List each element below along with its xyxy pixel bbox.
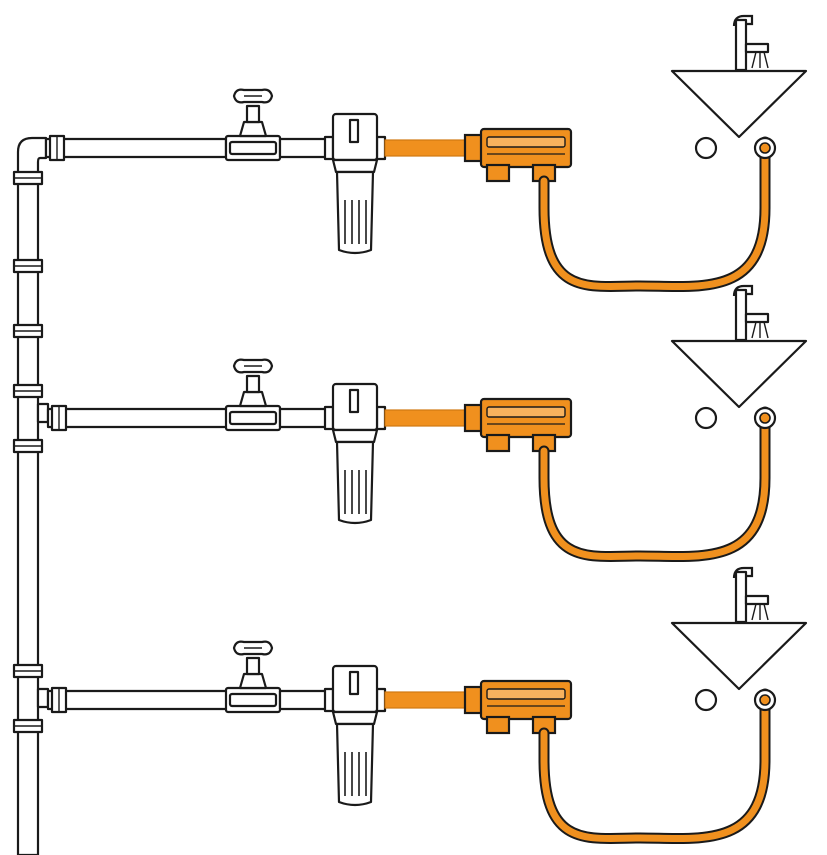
pipe-elbow [16, 136, 48, 178]
valve-stem [245, 374, 261, 394]
hot-inlet-fitting [759, 412, 771, 424]
manifold-slot [486, 136, 566, 148]
filter-bowl [335, 722, 375, 807]
manifold-body [479, 127, 573, 169]
branch-pipe [278, 137, 330, 159]
manifold-body [479, 397, 573, 439]
filter-collar [331, 158, 379, 174]
hot-inlet-fitting [759, 142, 771, 154]
branch-pipe [46, 407, 230, 429]
valve-bonnet [238, 390, 268, 408]
floor-branch-1 [44, 14, 808, 293]
filter-flange [323, 405, 335, 431]
shutoff-valve-icon [224, 358, 282, 432]
valve-inner [228, 410, 278, 426]
sink-with-faucet-icon [670, 566, 808, 712]
branch-pipe [278, 407, 330, 429]
sink-basin [670, 621, 808, 691]
orange-supply-line-icon [384, 691, 468, 709]
faucet-lever [732, 566, 754, 579]
faucet-spout [744, 42, 770, 54]
flexible-hose-icon [540, 690, 769, 843]
branch-pipe [278, 689, 330, 711]
flexible-hose-outline [538, 406, 771, 563]
riser-pipe [16, 174, 40, 855]
manifold-slot [486, 406, 566, 418]
manifold-body [479, 679, 573, 721]
flexible-hose-outline [538, 136, 771, 293]
filter-flange [323, 687, 335, 713]
branch-pipe [46, 689, 230, 711]
pressure-manifold-icon [463, 127, 573, 183]
pressure-manifold-icon [463, 397, 573, 453]
water-filter-icon [323, 112, 387, 255]
filter-flange [323, 135, 335, 161]
floor-branch-2 [46, 284, 808, 563]
filter-flange [375, 135, 387, 161]
valve-stem [245, 656, 261, 676]
sink-basin [670, 69, 808, 139]
filter-window [348, 118, 360, 144]
hot-inlet-fitting [759, 694, 771, 706]
filter-bowl [335, 440, 375, 525]
water-stream [751, 51, 757, 69]
valve-stem [245, 104, 261, 124]
water-filter-icon [323, 664, 387, 807]
faucet-column [734, 18, 748, 72]
flexible-hose-icon [540, 408, 769, 561]
manifold-port [485, 433, 511, 453]
filter-window [348, 388, 360, 414]
manifold-port [485, 715, 511, 735]
branch-pipe [44, 137, 228, 159]
shutoff-valve-icon [224, 640, 282, 714]
water-stream [763, 51, 769, 69]
shutoff-valve-icon [224, 88, 282, 162]
manifold-port [485, 163, 511, 183]
faucet-spout [744, 594, 770, 606]
valve-inner [228, 140, 278, 156]
pressure-manifold-icon [463, 679, 573, 735]
faucet-lever [732, 14, 754, 27]
filter-collar [331, 428, 379, 444]
orange-supply-line-icon [384, 139, 468, 157]
faucet-column [734, 570, 748, 624]
water-filter-icon [323, 382, 387, 525]
water-stream [763, 603, 769, 621]
sink-with-faucet-icon [670, 14, 808, 160]
water-stream [763, 321, 769, 339]
filter-window [348, 670, 360, 696]
valve-bonnet [238, 120, 268, 138]
water-stream [751, 321, 757, 339]
faucet-column [734, 288, 748, 342]
filter-collar [331, 710, 379, 726]
floor-branch-3 [46, 566, 808, 845]
tee-stub [36, 687, 50, 709]
flexible-hose-outline [538, 688, 771, 845]
water-stream [751, 603, 757, 621]
cold-inlet [694, 406, 718, 430]
filter-flange [375, 687, 387, 713]
sink-basin [670, 339, 808, 409]
filter-flange [375, 405, 387, 431]
flexible-hose-icon [540, 138, 769, 291]
tee-stub [36, 402, 50, 424]
sink-with-faucet-icon [670, 284, 808, 430]
cold-inlet [694, 136, 718, 160]
vertical-supply-pipe-icon [12, 136, 50, 855]
valve-bonnet [238, 672, 268, 690]
orange-supply-line-icon [384, 409, 468, 427]
faucet-lever [732, 284, 754, 297]
filter-bowl [335, 170, 375, 255]
manifold-slot [486, 688, 566, 700]
faucet-spout [744, 312, 770, 324]
valve-inner [228, 692, 278, 708]
cold-inlet [694, 688, 718, 712]
